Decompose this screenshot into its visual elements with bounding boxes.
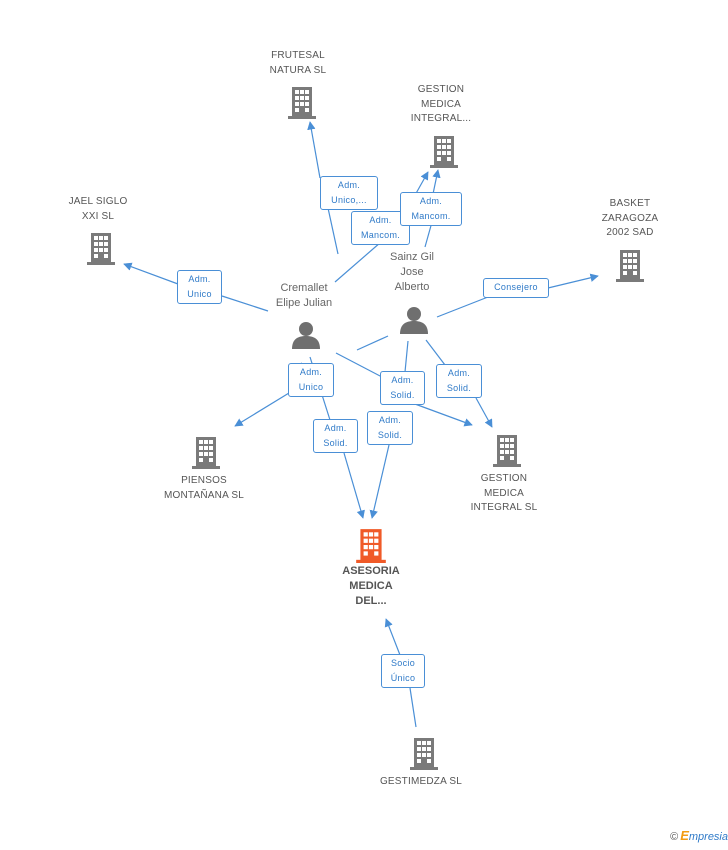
edge-cremallet-gestion-top-segment — [334, 241, 382, 283]
company-label-basket[interactable]: BASKET ZARAGOZA 2002 SAD — [601, 198, 659, 238]
edge-cremallet-piensos-arrow — [234, 392, 290, 427]
edge-gestimedza-asesoria-arrow — [384, 618, 401, 656]
edge-cremallet-jael-arrow — [123, 262, 179, 285]
relation-box-adm-solid-sainz-asesoria[interactable]: Adm. Solid. — [367, 411, 413, 445]
edge-cremallet-asesoria-arrow — [343, 452, 365, 519]
edge-sainz-asesoria-segment — [404, 340, 409, 373]
relation-box-adm-unico-jael[interactable]: Adm. Unico — [177, 270, 222, 304]
sainz-person-icon[interactable] — [400, 307, 428, 334]
cremallet-person-icon[interactable] — [292, 322, 320, 349]
relation-box-adm-unico-piensos[interactable]: Adm. Unico — [288, 363, 334, 397]
basket-building-icon[interactable] — [616, 250, 644, 282]
company-label-piensos[interactable]: PIENSOS MONTAÑANA SL — [163, 475, 244, 501]
edge-cremallet-jael-segment — [221, 295, 269, 312]
edge-sainz-basket-arrow — [547, 273, 599, 289]
company-label-frutesal[interactable]: FRUTESAL NATURA SL — [269, 50, 327, 76]
brand-name: mpresia — [688, 831, 728, 843]
gestion-sl-building-icon[interactable] — [493, 435, 521, 467]
relation-box-adm-mancom-cremallet[interactable]: Adm. Mancom. — [351, 211, 410, 245]
edge-sainz-basket-segment — [436, 296, 489, 318]
relation-box-adm-mancom-sainz[interactable]: Adm. Mancom. — [400, 192, 462, 226]
company-label-gestion-sl[interactable]: GESTION MEDICA INTEGRAL SL — [470, 473, 538, 513]
company-label-gestimedza[interactable]: GESTIMEDZA SL — [379, 776, 463, 787]
gestion-top-building-icon[interactable] — [430, 136, 458, 168]
relation-box-adm-solid-cremallet-asesoria[interactable]: Adm. Solid. — [313, 419, 358, 453]
edge-sainz-gestion-sl-2-segment — [356, 335, 389, 351]
company-label-jael[interactable]: JAEL SIGLO XXI SL — [68, 196, 128, 222]
relation-box-socio-unico[interactable]: Socio Único — [381, 654, 425, 688]
relation-box-consejero[interactable]: Consejero — [483, 278, 549, 298]
edge-sainz-gestion-top-arrow — [432, 169, 441, 195]
edge-cremallet-frutesal-segment — [327, 207, 339, 255]
edge-cremallet-gestion-sl-segment — [335, 352, 383, 378]
edge-sainz-asesoria-arrow — [369, 444, 390, 519]
edge-sainz-gestion-top-segment — [424, 221, 433, 248]
person-label-cremallet[interactable]: Cremallet Elipe Julian — [275, 282, 333, 309]
piensos-building-icon[interactable] — [192, 437, 220, 469]
person-label-sainz[interactable]: Sainz Gil Jose Alberto — [389, 251, 435, 293]
asesoria-building-icon[interactable] — [356, 529, 386, 563]
relation-box-adm-solid-sainz-gestion-2[interactable]: Adm. Solid. — [436, 364, 482, 398]
edge-sainz-gestion-sl-arrow — [475, 397, 493, 428]
company-label-gestion-top[interactable]: GESTION MEDICA INTEGRAL... — [410, 84, 472, 124]
relation-box-adm-unico-frutesal[interactable]: Adm. Unico,... — [320, 176, 378, 210]
edge-cremallet-gestion-sl-arrow — [414, 403, 473, 427]
edge-cremallet-frutesal-arrow — [307, 121, 321, 179]
relation-box-adm-solid-sainz-gestion[interactable]: Adm. Solid. — [380, 371, 425, 405]
footer-brand[interactable]: ©Empresia — [670, 828, 728, 843]
company-label-asesoria[interactable]: ASESORIA MEDICA DEL... — [342, 565, 400, 607]
jael-building-icon[interactable] — [87, 233, 115, 265]
frutesal-building-icon[interactable] — [288, 87, 316, 119]
edge-gestimedza-asesoria-segment — [409, 687, 417, 728]
copyright-symbol: © — [670, 831, 679, 843]
edge-sainz-gestion-sl-segment — [425, 339, 446, 366]
gestimedza-building-icon[interactable] — [410, 738, 438, 770]
brand-initial: E — [680, 828, 689, 843]
